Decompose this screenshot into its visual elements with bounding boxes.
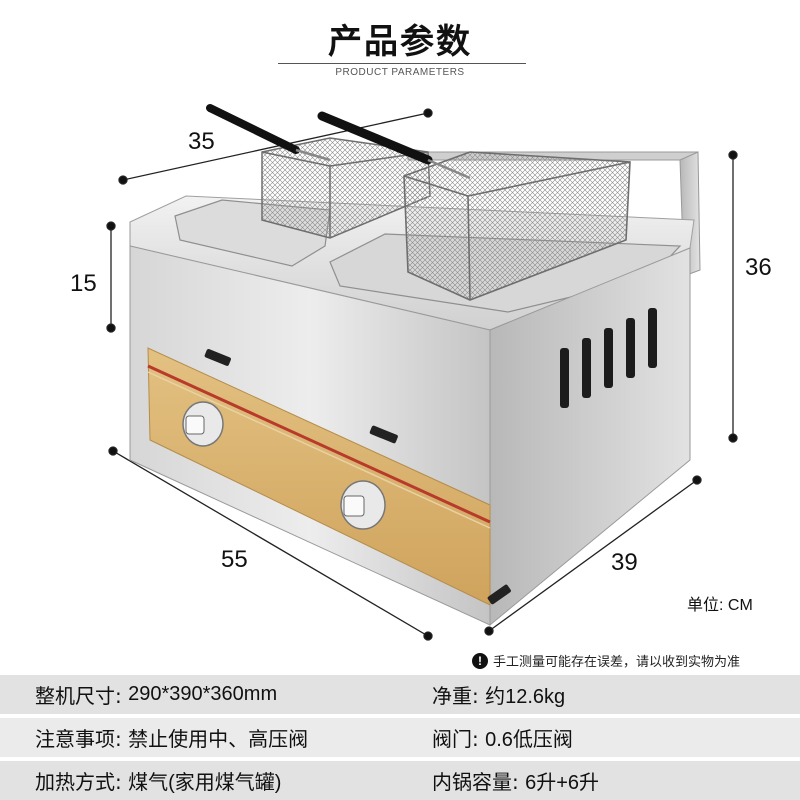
dimension-basket-width: 35 [188, 128, 215, 155]
dimension-height: 36 [745, 254, 772, 281]
spec-label: 阀门: [432, 727, 486, 751]
warning-icon: ! [472, 652, 488, 669]
dimension-tank-depth: 15 [70, 270, 97, 297]
measurement-note-text: 手工测量可能存在误差，请以收到实物为准 [493, 655, 741, 670]
spec-table: 整机尺寸: 290*390*360mm 净重: 约12.6kg 注意事项: 禁止… [0, 675, 800, 800]
gold-control-panel [147, 347, 491, 606]
spec-label: 内锅容量: [432, 770, 526, 794]
spec-value: 6升+6升 [525, 772, 600, 794]
page-title: 产品参数 [328, 22, 472, 62]
dimension-width: 39 [611, 549, 638, 576]
spec-cell: 注意事项: 禁止使用中、高压阀 [0, 718, 400, 757]
spec-cell: 加热方式: 煤气(家用煤气罐) [0, 761, 400, 800]
gas-knob-left [182, 401, 224, 447]
spec-label: 注意事项: [35, 727, 129, 751]
spec-value: 煤气(家用煤气罐) [128, 772, 282, 794]
dimension-length: 55 [221, 546, 248, 573]
spec-value: 约12.6kg [485, 686, 566, 708]
spec-row: 注意事项: 禁止使用中、高压阀 阀门: 0.6低压阀 [0, 718, 800, 757]
spec-value: 0.6低压阀 [485, 729, 573, 751]
fryer-basket-right [317, 111, 631, 301]
title-divider [278, 63, 526, 64]
spec-cell: 整机尺寸: 290*390*360mm [0, 675, 400, 714]
spec-label: 整机尺寸: [35, 684, 129, 708]
spec-cell: 阀门: 0.6低压阀 [400, 718, 800, 757]
spec-value: 290*390*360mm [128, 683, 278, 705]
spec-row: 整机尺寸: 290*390*360mm 净重: 约12.6kg [0, 675, 800, 714]
dimension-lines [106, 108, 738, 641]
gas-knob-right [340, 480, 386, 530]
spec-label: 净重: [432, 684, 486, 708]
page-subtitle: PRODUCT PARAMETERS [335, 67, 465, 78]
measurement-note: ! 手工测量可能存在误差，请以收到实物为准 [472, 651, 740, 670]
spec-value: 禁止使用中、高压阀 [128, 729, 309, 751]
spec-cell: 净重: 约12.6kg [400, 675, 800, 714]
spec-row: 加热方式: 煤气(家用煤气罐) 内锅容量: 6升+6升 [0, 761, 800, 800]
spec-cell: 内锅容量: 6升+6升 [400, 761, 800, 800]
unit-label: 单位: CM [687, 597, 753, 614]
side-vents [560, 308, 657, 408]
spec-label: 加热方式: [35, 770, 129, 794]
